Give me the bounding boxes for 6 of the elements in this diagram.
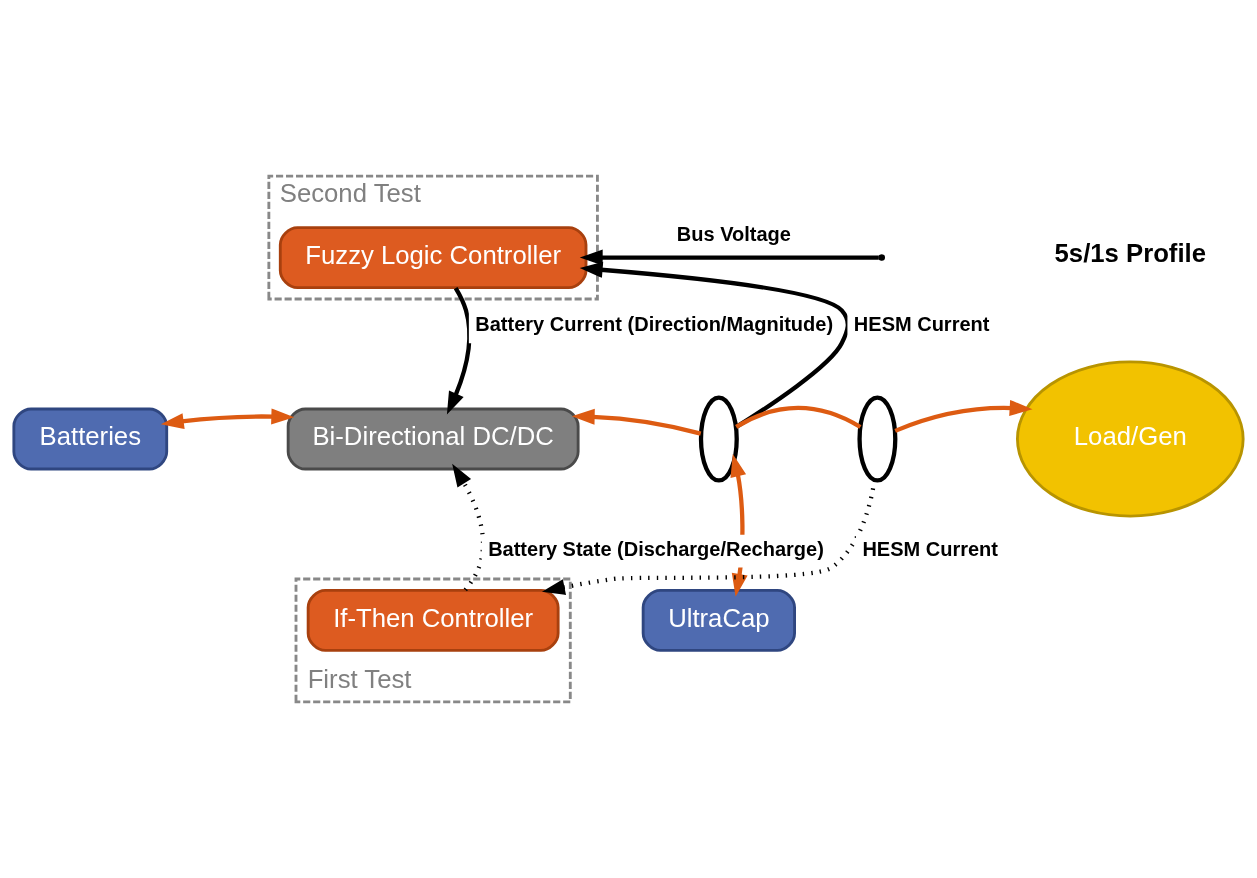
edge-label: Battery Current (Direction/Magnitude) [475,313,834,336]
node-label: 5s/1s Profile [1054,239,1207,268]
edge-label: Bus Voltage [676,223,791,246]
edge-label: HESM Current [853,313,990,336]
edge-label: HESM Current [862,537,999,560]
edge-label: Battery State (Discharge/Recharge) [488,537,824,560]
